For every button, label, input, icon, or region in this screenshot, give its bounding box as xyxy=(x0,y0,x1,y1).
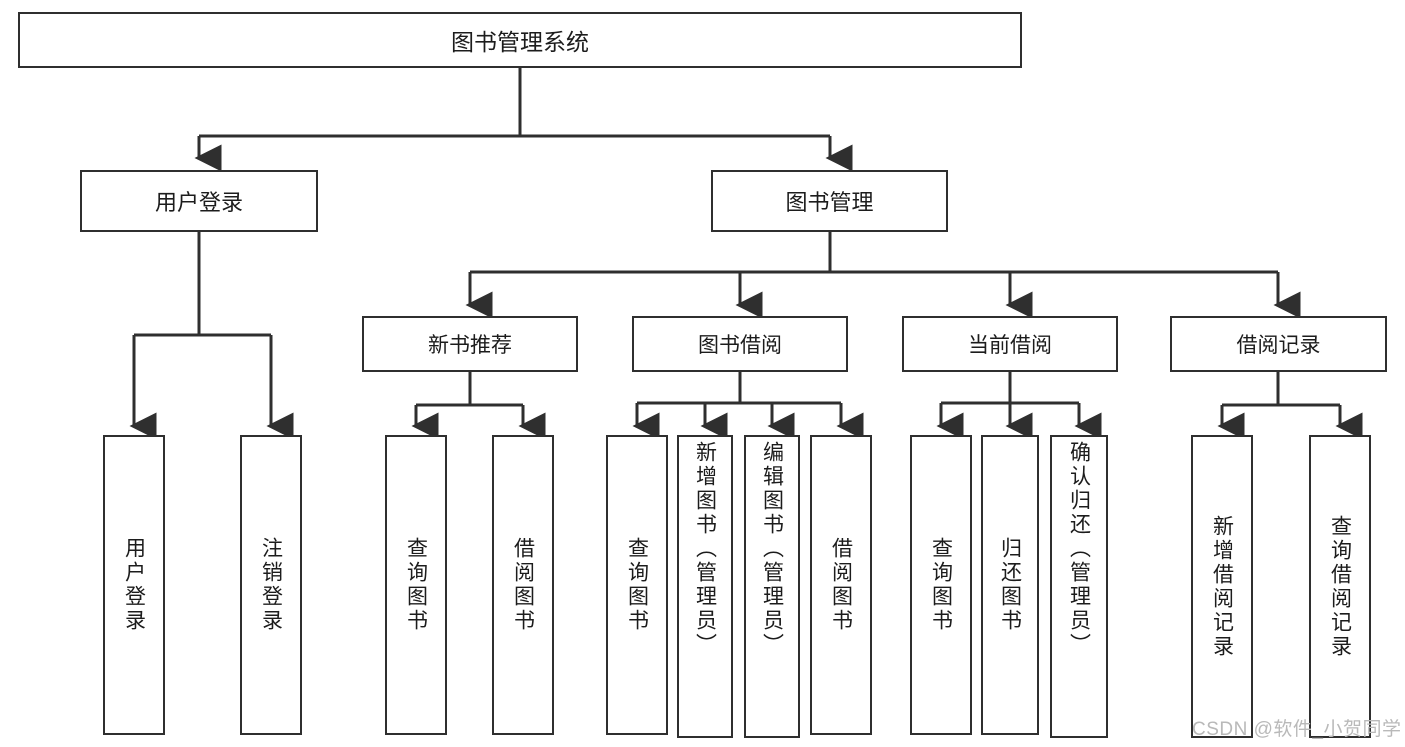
leaf-user-login[interactable]: 用户登录 xyxy=(103,435,165,735)
leaf-label: 新增借阅记录 xyxy=(1210,514,1234,659)
node-label: 新书推荐 xyxy=(428,334,512,357)
csdn-watermark: CSDN @软件_小贺同学 xyxy=(1192,719,1402,740)
leaf-borrow-book-recommend[interactable]: 借阅图书 xyxy=(492,435,554,735)
leaf-label: 归还图书 xyxy=(998,537,1022,633)
leaf-confirm-return-admin[interactable]: 确认归还（管理员） xyxy=(1050,435,1108,738)
leaf-label: 借阅图书 xyxy=(829,537,853,633)
node-label: 用户登录 xyxy=(154,190,243,215)
leaf-query-book-borrow[interactable]: 查询图书 xyxy=(606,435,668,735)
node-label: 图书管理 xyxy=(785,190,874,215)
leaf-user-logout[interactable]: 注销登录 xyxy=(240,435,302,735)
leaf-query-book-recommend[interactable]: 查询图书 xyxy=(385,435,447,735)
node-label: 图书借阅 xyxy=(698,334,782,357)
node-current-borrow[interactable]: 当前借阅 xyxy=(902,316,1118,372)
leaf-label: 新增图书（管理员） xyxy=(693,441,717,657)
leaf-label: 查询借阅记录 xyxy=(1328,514,1352,659)
leaf-label: 用户登录 xyxy=(122,537,146,633)
leaf-edit-book-admin[interactable]: 编辑图书（管理员） xyxy=(744,435,800,738)
leaf-label: 查询图书 xyxy=(625,537,649,633)
node-borrow-record[interactable]: 借阅记录 xyxy=(1170,316,1387,372)
node-user-login[interactable]: 用户登录 xyxy=(80,170,318,232)
leaf-label: 查询图书 xyxy=(929,537,953,633)
leaf-add-borrow-record[interactable]: 新增借阅记录 xyxy=(1191,435,1253,738)
leaf-add-book-admin[interactable]: 新增图书（管理员） xyxy=(677,435,733,738)
leaf-query-book-current[interactable]: 查询图书 xyxy=(910,435,972,735)
node-book-management-system[interactable]: 图书管理系统 xyxy=(18,12,1022,68)
node-label: 图书管理系统 xyxy=(451,29,589,55)
leaf-label: 编辑图书（管理员） xyxy=(760,441,784,657)
leaf-return-book[interactable]: 归还图书 xyxy=(981,435,1039,735)
node-new-book-recommend[interactable]: 新书推荐 xyxy=(362,316,578,372)
node-label: 借阅记录 xyxy=(1236,334,1321,357)
leaf-label: 注销登录 xyxy=(259,537,283,633)
leaf-borrow-book[interactable]: 借阅图书 xyxy=(810,435,872,735)
node-book-borrow[interactable]: 图书借阅 xyxy=(632,316,848,372)
leaf-label: 借阅图书 xyxy=(511,537,535,633)
leaf-label: 确认归还（管理员） xyxy=(1067,441,1091,657)
leaf-label: 查询图书 xyxy=(404,537,428,633)
node-book-management[interactable]: 图书管理 xyxy=(711,170,948,232)
node-label: 当前借阅 xyxy=(968,334,1052,357)
leaf-query-borrow-record[interactable]: 查询借阅记录 xyxy=(1309,435,1371,738)
